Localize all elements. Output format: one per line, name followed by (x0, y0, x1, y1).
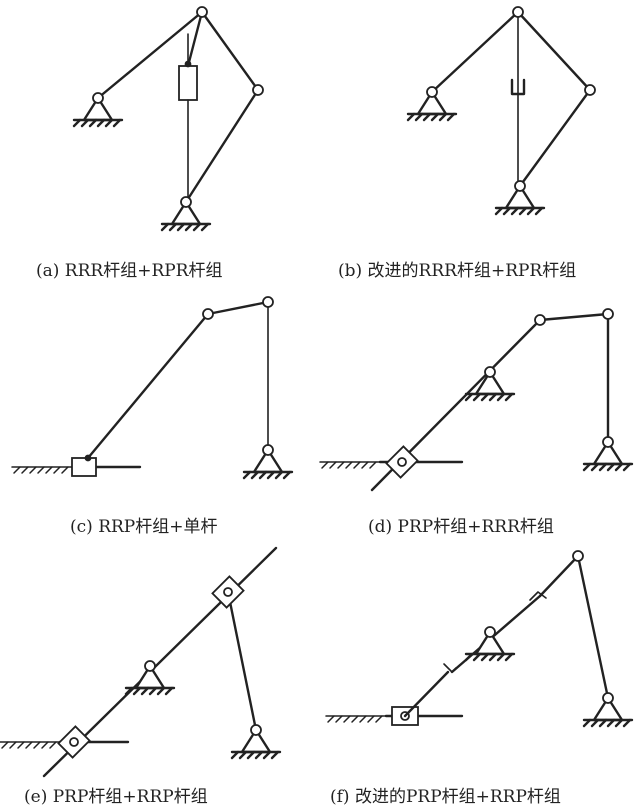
caption-b: (b) 改进的RRR杆组+RPR杆组 (338, 261, 577, 281)
diagram-f (325, 550, 634, 728)
caption-e: (e) PRP杆组+RRP杆组 (24, 787, 208, 807)
diagram-d (319, 308, 634, 492)
diagram-a (72, 6, 264, 232)
caption-f: (f) 改进的PRP杆组+RRP杆组 (330, 787, 561, 807)
caption-d: (d) PRP杆组+RRR杆组 (368, 517, 554, 537)
caption-c: (c) RRP杆组+单杆 (70, 517, 218, 537)
diagram-e (0, 546, 282, 778)
caption-a: (a) RRR杆组+RPR杆组 (36, 261, 223, 281)
diagram-c (11, 296, 294, 480)
diagram-b (406, 6, 596, 216)
